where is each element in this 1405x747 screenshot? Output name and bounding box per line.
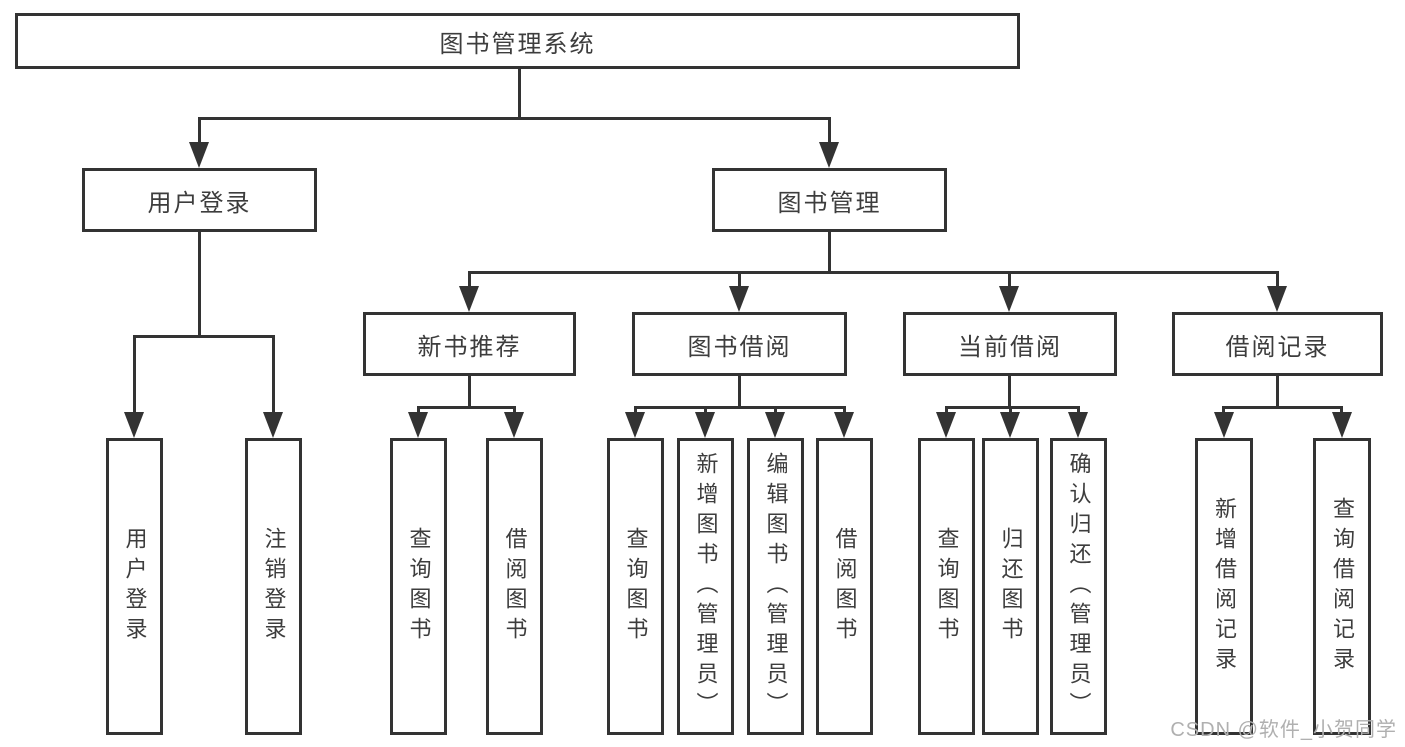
leaf-confirm-return-admin-label: 确认归还（管理员）	[1066, 451, 1092, 722]
arrow-down-icon	[625, 412, 645, 438]
leaf-borrow-book-1: 借阅图书	[486, 438, 543, 735]
leaf-query-borrow-record-label: 查询借阅记录	[1330, 496, 1355, 677]
leaf-query-book-2-label: 查询图书	[623, 526, 649, 647]
leaf-edit-book-admin: 编辑图书（管理员）	[747, 438, 804, 735]
csdn-watermark: CSDN @软件_小贺同学	[1170, 719, 1397, 741]
connector-leaf-stub	[1077, 406, 1080, 416]
node-book-management: 图书管理	[712, 168, 947, 232]
connector-leaf-stub	[945, 406, 948, 416]
arrow-down-icon	[1267, 286, 1287, 312]
arrow-down-icon	[819, 142, 839, 168]
node-root-label: 图书管理系统	[439, 30, 596, 58]
connector-book-borrow-stub	[738, 376, 741, 408]
leaf-logout-label: 注销登录	[261, 526, 287, 647]
connector-leaf-stub	[843, 406, 846, 416]
node-user-login: 用户登录	[82, 168, 317, 232]
node-borrow-records: 借阅记录	[1172, 312, 1383, 376]
connector-new-book-horizontal	[417, 406, 516, 409]
node-root: 图书管理系统	[15, 13, 1020, 69]
leaf-user-login: 用户登录	[106, 438, 163, 735]
leaf-edit-book-admin-label: 编辑图书（管理员）	[763, 451, 789, 722]
node-current-borrow: 当前借阅	[903, 312, 1117, 376]
leaf-query-book-3: 查询图书	[918, 438, 975, 735]
connector-to-book-borrow	[738, 271, 741, 291]
arrow-down-icon	[936, 412, 956, 438]
connector-to-borrow-records	[1276, 271, 1279, 291]
arrow-down-icon	[504, 412, 524, 438]
leaf-query-borrow-record: 查询借阅记录	[1313, 438, 1371, 735]
connector-to-new-book-recommend	[468, 271, 471, 291]
connector-to-current-borrow	[1008, 271, 1011, 291]
arrow-down-icon	[765, 412, 785, 438]
connector-leaf-stub	[634, 406, 637, 416]
leaf-add-borrow-record: 新增借阅记录	[1195, 438, 1253, 735]
connector-current-borrow-stub	[1008, 376, 1011, 408]
node-new-book-recommend-label: 新书推荐	[417, 333, 522, 361]
connector-to-user-login	[198, 117, 201, 149]
connector-leaf-stub	[417, 406, 420, 416]
connector-to-leaf-logout	[272, 335, 275, 415]
connector-borrow-records-stub	[1276, 376, 1279, 408]
node-book-borrow-label: 图书借阅	[687, 333, 792, 361]
arrow-down-icon	[459, 286, 479, 312]
leaf-add-borrow-record-label: 新增借阅记录	[1212, 496, 1237, 677]
connector-book-management-stub	[828, 232, 831, 274]
connector-leaf-stub	[1340, 406, 1343, 416]
leaf-query-book-1: 查询图书	[390, 438, 447, 735]
connector-leaf-stub	[774, 406, 777, 416]
connector-level3-horizontal	[468, 271, 1279, 274]
leaf-confirm-return-admin: 确认归还（管理员）	[1050, 438, 1107, 735]
connector-book-borrow-horizontal	[634, 406, 846, 409]
node-book-borrow: 图书借阅	[632, 312, 847, 376]
arrow-down-icon	[124, 412, 144, 438]
connector-level1-horizontal	[198, 117, 831, 120]
arrow-down-icon	[695, 412, 715, 438]
leaf-user-login-label: 用户登录	[122, 526, 148, 647]
connector-leaf-stub	[513, 406, 516, 416]
leaf-add-book-admin: 新增图书（管理员）	[677, 438, 734, 735]
connector-user-login-stub	[198, 232, 201, 338]
leaf-return-book: 归还图书	[982, 438, 1039, 735]
node-new-book-recommend: 新书推荐	[363, 312, 576, 376]
leaf-borrow-book-1-label: 借阅图书	[502, 526, 528, 647]
connector-leaf-stub	[1009, 406, 1012, 416]
connector-leaf-stub	[1222, 406, 1225, 416]
connector-user-login-horizontal	[133, 335, 275, 338]
leaf-query-book-2: 查询图书	[607, 438, 664, 735]
arrow-down-icon	[729, 286, 749, 312]
leaf-borrow-book-2: 借阅图书	[816, 438, 873, 735]
leaf-query-book-1-label: 查询图书	[406, 526, 432, 647]
arrow-down-icon	[263, 412, 283, 438]
connector-borrow-records-horizontal	[1222, 406, 1343, 409]
leaf-add-book-admin-label: 新增图书（管理员）	[693, 451, 719, 722]
node-book-management-label: 图书管理	[777, 189, 882, 217]
arrow-down-icon	[834, 412, 854, 438]
leaf-query-book-3-label: 查询图书	[934, 526, 960, 647]
connector-leaf-stub	[704, 406, 707, 416]
connector-current-borrow-horizontal	[945, 406, 1080, 409]
arrow-down-icon	[999, 286, 1019, 312]
node-current-borrow-label: 当前借阅	[958, 333, 1062, 361]
arrow-down-icon	[1068, 412, 1088, 438]
arrow-down-icon	[189, 142, 209, 168]
connector-new-book-stub	[468, 376, 471, 408]
node-user-login-label: 用户登录	[147, 189, 252, 217]
leaf-logout: 注销登录	[245, 438, 302, 735]
leaf-return-book-label: 归还图书	[998, 526, 1024, 647]
leaf-borrow-book-2-label: 借阅图书	[832, 526, 858, 647]
node-borrow-records-label: 借阅记录	[1225, 333, 1330, 361]
arrow-down-icon	[1000, 412, 1020, 438]
arrow-down-icon	[408, 412, 428, 438]
connector-to-book-management	[828, 117, 831, 149]
arrow-down-icon	[1214, 412, 1234, 438]
arrow-down-icon	[1332, 412, 1352, 438]
connector-to-leaf-user-login	[133, 335, 136, 415]
connector-root-stub	[518, 69, 521, 119]
